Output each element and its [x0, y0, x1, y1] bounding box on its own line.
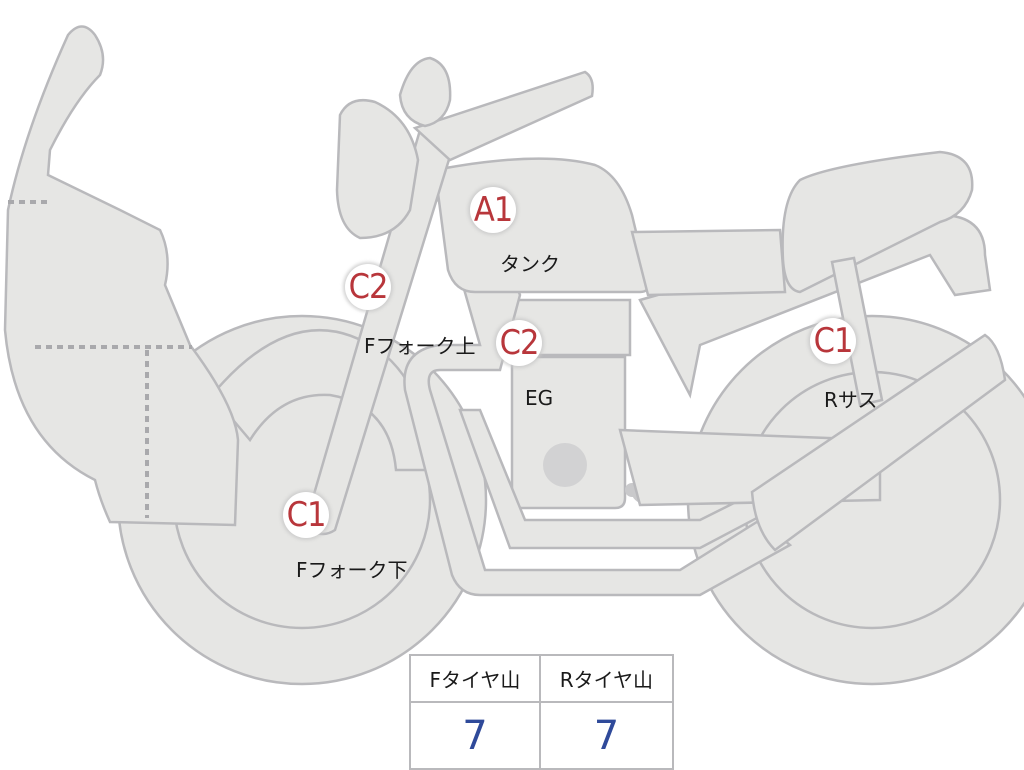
front-tyre-header: Fタイヤ山 [409, 654, 541, 703]
rear-tyre-header: Rタイヤ山 [538, 654, 675, 703]
handlebar [412, 70, 594, 162]
part-label-fork-lower: Fフォーク下 [296, 558, 408, 582]
fairing [3, 25, 240, 527]
seat [781, 150, 974, 294]
grade-badge-engine: C2 [496, 320, 542, 366]
part-label-rear-shock: Rサス [824, 388, 878, 412]
grade-badge-fork-upper: C2 [345, 264, 391, 310]
grade-badge-rear-shock: C1 [810, 318, 856, 364]
grade-badge-fork-lower: C1 [283, 492, 329, 538]
muffler [750, 333, 1007, 552]
tyre-tread-table: Fタイヤ山 Rタイヤ山 7 7 [409, 654, 675, 770]
part-label-engine: EG [525, 386, 554, 410]
grade-badge-tank: A1 [470, 187, 516, 233]
headlight [335, 98, 420, 240]
tyre-table-header-row: Fタイヤ山 Rタイヤ山 [409, 654, 675, 703]
part-label-fork-upper: Fフォーク上 [364, 334, 476, 358]
rear-tyre-value: 7 [538, 701, 675, 770]
mirror [398, 56, 452, 128]
front-tyre-value: 7 [409, 701, 541, 770]
tyre-table-value-row: 7 7 [409, 701, 675, 770]
frame-spine [630, 228, 787, 297]
part-label-tank: タンク [500, 252, 560, 276]
